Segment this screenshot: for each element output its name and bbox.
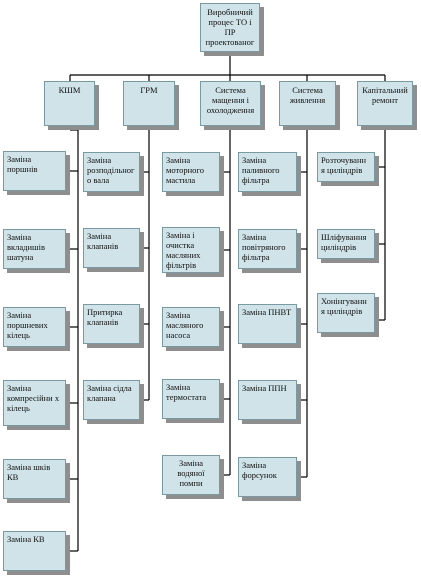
category-lubrication-cooling: Система мащення і охолодження	[200, 81, 261, 126]
task-box: Заміна паливного фільтра	[238, 152, 297, 192]
task-box: Заміна КВ	[3, 531, 66, 571]
category-overhaul: Капітальний ремонт	[357, 81, 413, 126]
category-grm: ГРМ	[123, 81, 175, 126]
task-box: Заміна вкладишів шатуна	[3, 229, 66, 269]
task-box: Притирка клапанів	[83, 304, 140, 344]
category-kshm: КШМ	[44, 81, 95, 126]
task-box: Заміна масляного насоса	[162, 307, 220, 347]
task-box: Шліфування циліндрів	[317, 229, 375, 259]
root-node: Виробничий процес ТО і ПР проектованого	[200, 3, 260, 52]
task-box: Заміна сідла клапана	[83, 380, 140, 420]
task-box: Заміна ППН	[238, 380, 297, 420]
task-box: Заміна термостата	[162, 379, 220, 419]
task-box: Заміна шків КВ	[3, 459, 66, 499]
task-box: Заміна розподільног о вала	[83, 152, 140, 192]
task-box: Заміна і очистка масляних фільтрів	[162, 227, 220, 273]
task-box: Розточуванн я циліндрів	[317, 152, 375, 182]
task-box: Заміна поршнів	[3, 151, 66, 191]
task-box: Заміна водяної помпи	[162, 455, 220, 495]
task-box: Заміна клапанів	[83, 228, 140, 268]
task-box: Заміна поршневих кілець	[3, 307, 66, 347]
category-fuel-system: Система живлення	[279, 81, 336, 126]
task-box: Заміна форсунок	[238, 457, 297, 497]
task-box: Хонінгуванн я циліндрів	[317, 293, 375, 333]
task-box: Заміна ПНВТ	[238, 304, 297, 344]
task-box: Заміна компресійни х кілець	[3, 380, 66, 426]
task-box: Заміна моторного мастила	[162, 152, 220, 192]
task-box: Заміна повітряного фільтра	[238, 229, 297, 269]
